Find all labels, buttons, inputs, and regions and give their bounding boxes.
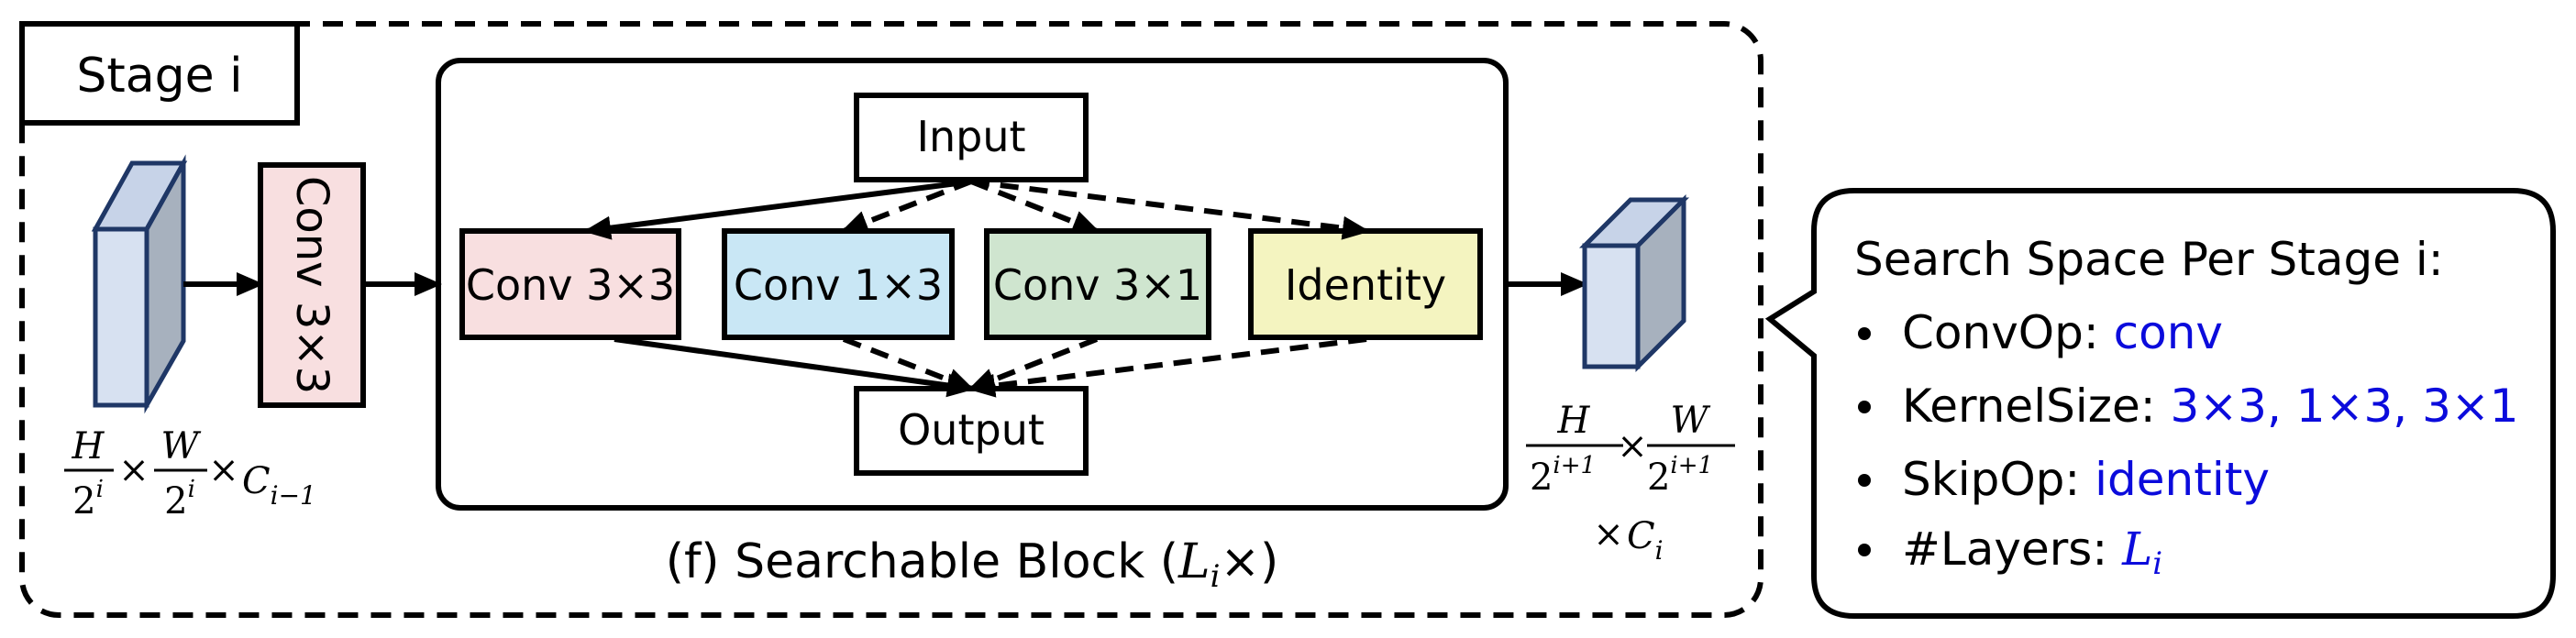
caption-var-sub: i <box>1211 558 1221 595</box>
input-dim-exp-h: i <box>96 476 104 503</box>
edge-input-to-identity <box>970 179 1370 240</box>
item-layers-key: #Layers: <box>1902 522 2122 576</box>
input-dim-h: H <box>72 425 105 468</box>
op-node-identity: Identity <box>1248 228 1483 340</box>
item-kernelsize-key: KernelSize: <box>1902 380 2170 433</box>
item-layers-value: L <box>2121 522 2152 576</box>
stage-label-box: Stage i <box>19 21 300 126</box>
edge-identity-to-output <box>967 336 1367 398</box>
svg-text:×: × <box>1617 425 1648 468</box>
edge-input-to-conv-3x1 <box>969 179 1100 234</box>
bullet-icon <box>1858 474 1871 487</box>
stage-frame <box>19 21 1763 618</box>
item-convop-key: ConvOp: <box>1902 306 2114 359</box>
conv-block-label: Conv 3×3 <box>286 176 337 394</box>
input-dim-c: C <box>242 460 271 502</box>
output-dim-pow-w: 2 <box>1647 456 1670 499</box>
svg-text:ConvOp: conv: ConvOp: conv <box>1902 306 2223 359</box>
svg-text:×: × <box>118 449 149 491</box>
caption-var: L <box>1177 534 1211 589</box>
op-node-identity-box <box>1248 228 1483 340</box>
op-node-conv-1x3: Conv 1×3 <box>722 228 955 340</box>
output-dim-c: C <box>1627 515 1655 557</box>
search-space-callout <box>1764 188 2556 619</box>
search-space-item-convop: ConvOp: conv <box>1858 306 2223 359</box>
svg-text:2i+1: 2i+1 <box>1647 452 1713 499</box>
bullet-icon <box>1858 327 1871 340</box>
input-dim-c-sub: i−1 <box>271 480 316 511</box>
search-space-item-skipop: SkipOp: identity <box>1858 453 2270 506</box>
output-node: Output <box>854 386 1089 476</box>
svg-text:#Layers: Li: #Layers: Li <box>1902 522 2162 582</box>
svg-text:×: × <box>208 449 239 491</box>
svg-text:Ci: Ci <box>1627 515 1664 566</box>
output-dim-c-sub: i <box>1655 535 1664 566</box>
edge-input-to-conv-1x3 <box>840 179 973 234</box>
input-dim-pow-h: 2 <box>72 480 95 522</box>
input-dim-w: W <box>160 425 201 468</box>
edge-conv-3x3-to-output <box>614 336 975 398</box>
search-space-item-kernelsize: KernelSize: 3×3, 1×3, 3×1 <box>1858 380 2519 433</box>
op-node-conv-3x3: Conv 3×3 <box>459 228 681 340</box>
bullet-icon <box>1858 544 1871 556</box>
op-node-conv-1x3-label: Conv 1×3 <box>734 260 943 310</box>
search-space-item-layers: #Layers: Li <box>1858 522 2162 582</box>
bullet-icon <box>1858 401 1871 413</box>
op-node-conv-3x1-box <box>984 228 1211 340</box>
op-node-conv-3x1: Conv 3×1 <box>984 228 1211 340</box>
input-node-label: Input <box>916 112 1025 161</box>
op-node-conv-1x3-box <box>722 228 955 340</box>
op-node-conv-3x3-label: Conv 3×3 <box>466 260 675 310</box>
edge-conv-1x3-to-output <box>842 336 975 391</box>
svg-text:2i+1: 2i+1 <box>1530 452 1596 499</box>
input-tensor-block <box>91 154 188 414</box>
caption-suffix: ×) <box>1220 534 1278 589</box>
svg-text:2i: 2i <box>164 476 195 522</box>
output-tensor-block <box>1578 193 1690 373</box>
caption-prefix: (f) Searchable Block ( <box>666 534 1178 589</box>
item-kernelsize-value: 3×3, 1×3, 3×1 <box>2170 380 2518 433</box>
output-dim-w: W <box>1670 400 1710 442</box>
stage-title: Stage i <box>76 49 242 104</box>
item-skipop-key: SkipOp: <box>1902 453 2095 506</box>
search-space-title: Search Space Per Stage i: <box>1854 233 2444 286</box>
svg-text:Ci−1: Ci−1 <box>242 460 316 511</box>
svg-text:×: × <box>1593 513 1624 556</box>
input-node: Input <box>854 93 1089 182</box>
op-node-conv-3x1-label: Conv 3×1 <box>993 260 1202 310</box>
op-node-identity-label: Identity <box>1285 260 1446 310</box>
edge-input-to-conv-3x3 <box>583 179 972 240</box>
output-dim-h: H <box>1557 400 1591 442</box>
conv-3x3-block: Conv 3×3 <box>258 162 366 408</box>
input-to-op-edges <box>583 179 1370 240</box>
svg-text:KernelSize: 3×3, 1×3, 3×1: KernelSize: 3×3, 1×3, 3×1 <box>1902 380 2519 433</box>
svg-text:SkipOp: identity: SkipOp: identity <box>1902 453 2270 506</box>
input-dim-exp-w: i <box>188 476 195 503</box>
searchable-block-caption: (f) Searchable Block (Li×) <box>666 534 1279 595</box>
output-dim-exp-h: i+1 <box>1553 452 1596 479</box>
output-node-label: Output <box>898 405 1045 455</box>
input-dim-pow-w: 2 <box>164 480 187 522</box>
item-layers-value-sub: i <box>2152 545 2162 582</box>
item-skipop-value: identity <box>2095 453 2270 506</box>
op-node-conv-3x3-box <box>459 228 681 340</box>
output-dim-pow-h: 2 <box>1530 456 1553 499</box>
svg-text:2i: 2i <box>72 476 104 522</box>
input-tensor-dims: H 2i × W 2i × Ci−1 <box>64 425 316 522</box>
edge-conv-3x1-to-output <box>967 336 1099 391</box>
op-to-output-edges <box>614 336 1367 398</box>
output-tensor-dims: H 2i+1 × W 2i+1 × Ci <box>1526 400 1735 566</box>
item-convop-value: conv <box>2114 306 2223 359</box>
search-space-list: ConvOp: conv KernelSize: 3×3, 1×3, 3×1 S… <box>1858 306 2519 582</box>
output-dim-exp-w: i+1 <box>1670 452 1713 479</box>
